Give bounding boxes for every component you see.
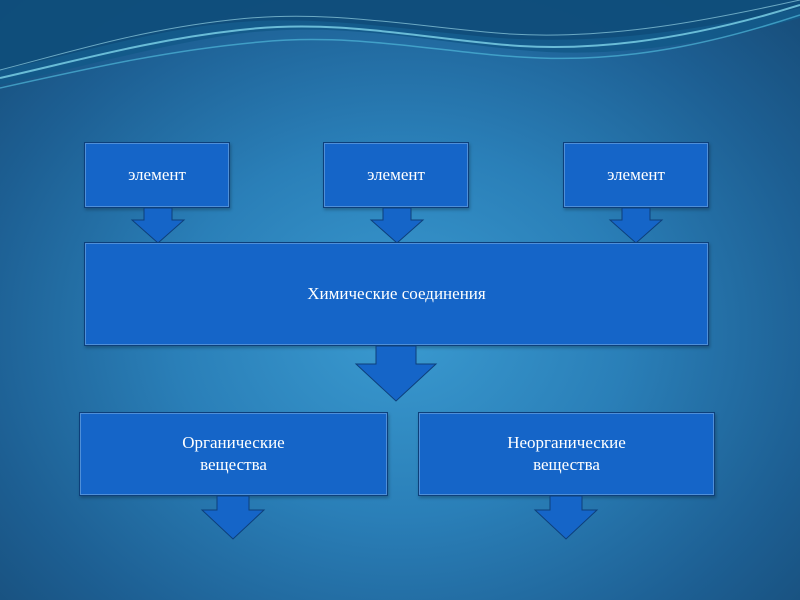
chemical-compounds-box: Химические соединения bbox=[84, 242, 709, 346]
element-box-1-label: элемент bbox=[128, 165, 186, 184]
inorganic-substances-label: Неорганические вещества bbox=[507, 433, 626, 474]
element-box-3-label: элемент bbox=[607, 165, 665, 184]
element-box-2-label: элемент bbox=[367, 165, 425, 184]
arrow-down-icon bbox=[130, 207, 186, 244]
arrow-down-icon bbox=[533, 495, 599, 540]
chemical-compounds-label: Химические соединения bbox=[307, 284, 486, 303]
arrow-down-icon bbox=[608, 207, 664, 244]
organic-substances-label: Органические вещества bbox=[182, 433, 285, 474]
decorative-wave-header bbox=[0, 0, 800, 89]
arrow-down-icon bbox=[354, 345, 438, 402]
element-box-1: элемент bbox=[84, 142, 230, 208]
arrow-down-icon bbox=[369, 207, 425, 244]
element-box-2: элемент bbox=[323, 142, 469, 208]
organic-substances-box: Органические вещества bbox=[79, 412, 388, 496]
inorganic-substances-box: Неорганические вещества bbox=[418, 412, 715, 496]
arrow-down-icon bbox=[200, 495, 266, 540]
element-box-3: элемент bbox=[563, 142, 709, 208]
